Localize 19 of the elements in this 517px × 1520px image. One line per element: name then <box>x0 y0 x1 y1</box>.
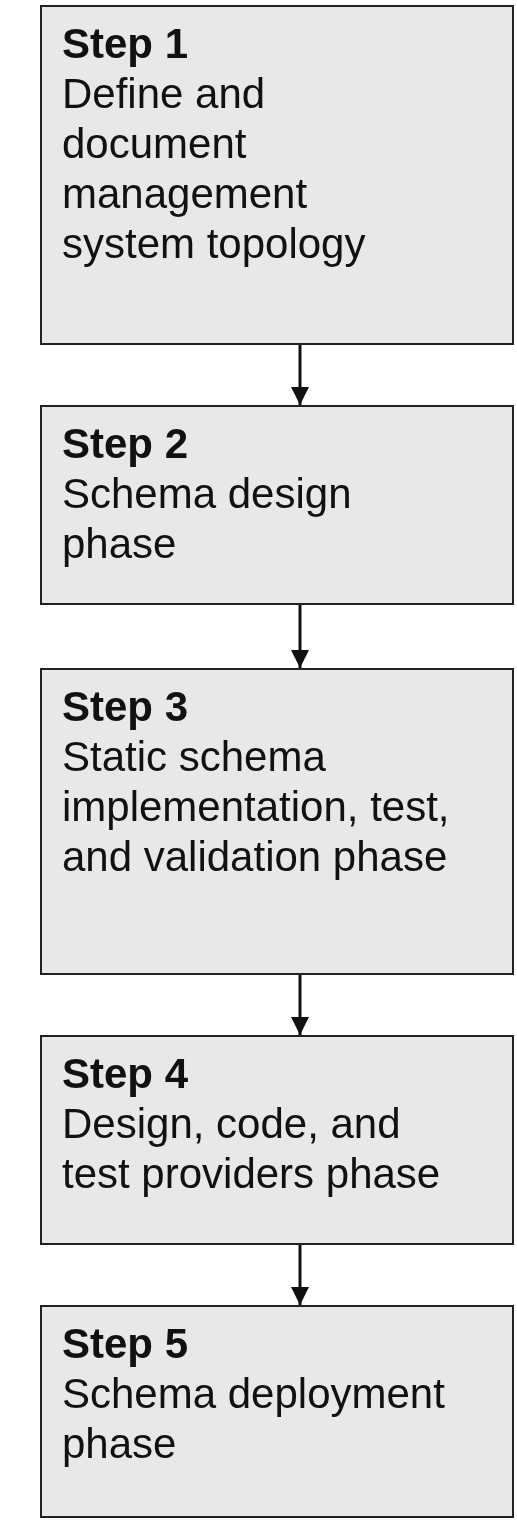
step-heading: Step 5 <box>62 1319 189 1369</box>
process-box <box>40 668 514 975</box>
step-heading: Step 1 <box>62 19 189 69</box>
arrow <box>291 1245 309 1305</box>
arrow <box>291 605 309 668</box>
step-description: Define and document management system topology <box>62 69 367 269</box>
process-box <box>40 1305 514 1518</box>
step-heading: Step 2 <box>62 419 189 469</box>
arrow <box>291 975 309 1035</box>
step-description: Design, code, and test providers phase <box>62 1099 442 1199</box>
process-box <box>40 5 514 345</box>
step-description: Static schema implementation, test, and validation phase <box>62 732 451 882</box>
step-description: Schema design phase <box>62 469 353 569</box>
arrow <box>291 345 309 405</box>
process-box <box>40 1035 514 1245</box>
step-description: Schema deployment phase <box>62 1369 446 1469</box>
step-heading: Step 4 <box>62 1049 189 1099</box>
step-heading: Step 3 <box>62 682 189 732</box>
process-box <box>40 405 514 605</box>
